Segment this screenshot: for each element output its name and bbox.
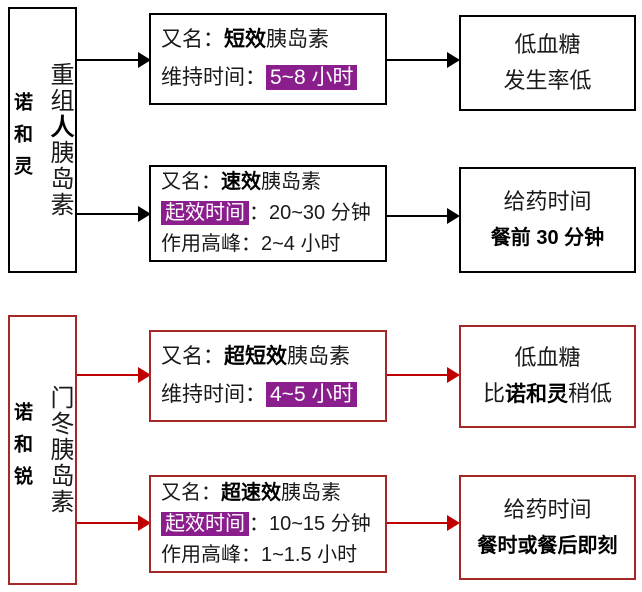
result-line2-prefix: 比 <box>482 381 505 406</box>
result-box-ultra-rapid: 给药时间 餐时或餐后即刻 <box>459 475 636 580</box>
alias-suffix: 胰岛素 <box>261 171 321 193</box>
alias-type: 超短效 <box>224 345 287 368</box>
onset-label-highlight: 起效时间 <box>161 201 249 225</box>
arrow-rapid-to-result <box>387 208 460 224</box>
novorapid-name-label: 门冬胰岛素 <box>46 385 73 515</box>
duration-label: 维持时间： <box>161 383 266 406</box>
alias-type: 超速效 <box>221 481 281 504</box>
duration-value-highlight: 4~5 小时 <box>266 382 358 407</box>
duration-label: 维持时间： <box>161 66 266 89</box>
result-box-ultra-short: 低血糖 比诺和灵稍低 <box>459 325 636 428</box>
detail-box-short-acting: 又名：短效胰岛素 维持时间：5~8 小时 <box>149 13 387 105</box>
result-line2: 发生率低 <box>503 68 592 93</box>
arrow-ultra-rapid-to-result <box>387 515 460 531</box>
arrow-novorapid-to-ultra-short <box>77 367 151 383</box>
result-line1: 低血糖 <box>514 345 581 370</box>
arrow-novolin-to-short-acting <box>77 52 151 68</box>
novolin-name-label: 重组人胰岛素 <box>42 62 77 218</box>
onset-line: 起效时间：10~15 分钟 <box>161 509 385 540</box>
alias-suffix: 胰岛素 <box>287 345 350 368</box>
result-line2: 餐时或餐后即刻 <box>477 534 618 557</box>
peak-line: 作用高峰：1~1.5 小时 <box>161 543 358 566</box>
source-box-novolin: 诺和灵 重组人胰岛素 <box>8 7 77 273</box>
result-line2-suffix: 稍低 <box>568 381 613 406</box>
result-line2: 餐前 30 分钟 <box>490 227 605 249</box>
detail-box-rapid: 又名：速效胰岛素 起效时间：20~30 分钟 作用高峰：2~4 小时 <box>149 165 387 262</box>
duration-line: 维持时间：5~8 小时 <box>161 59 385 97</box>
alias-label: 又名： <box>161 481 221 504</box>
alias-line: 又名：速效胰岛素 <box>161 167 385 198</box>
novorapid-brand-label: 诺和锐 <box>11 402 32 498</box>
result-box-rapid: 给药时间 餐前 30 分钟 <box>459 167 636 273</box>
alias-line: 又名：短效胰岛素 <box>161 21 385 59</box>
onset-value: ：20~30 分钟 <box>249 202 371 224</box>
alias-line: 又名：超短效胰岛素 <box>161 338 385 376</box>
alias-label: 又名： <box>161 345 224 368</box>
duration-line: 维持时间：4~5 小时 <box>161 376 385 414</box>
detail-box-ultra-rapid: 又名：超速效胰岛素 起效时间：10~15 分钟 作用高峰：1~1.5 小时 <box>149 475 387 573</box>
alias-suffix: 胰岛素 <box>266 28 329 51</box>
result-line2: 比诺和灵稍低 <box>483 376 612 413</box>
novolin-vertical-text: 诺和灵 重组人胰岛素 <box>10 9 75 271</box>
alias-type: 速效 <box>221 171 261 193</box>
detail-box-ultra-short: 又名：超短效胰岛素 维持时间：4~5 小时 <box>149 330 387 422</box>
novolin-name-bold: 人 <box>46 114 73 140</box>
result-box-short-acting: 低血糖 发生率低 <box>459 15 636 111</box>
source-box-novorapid: 诺和锐 门冬胰岛素 <box>8 315 77 585</box>
arrow-novolin-to-rapid <box>77 206 151 222</box>
novorapid-vertical-text: 诺和锐 门冬胰岛素 <box>10 317 75 583</box>
result-line1: 给药时间 <box>503 189 592 214</box>
novolin-name-pre: 重组 <box>46 62 73 114</box>
novolin-name-post: 胰岛素 <box>46 140 73 218</box>
onset-label-highlight: 起效时间 <box>161 511 249 536</box>
result-line2-bold: 诺和灵 <box>505 383 568 406</box>
alias-label: 又名： <box>161 28 224 51</box>
alias-label: 又名： <box>161 171 221 193</box>
arrow-short-acting-to-result <box>387 52 460 68</box>
alias-type: 短效 <box>224 28 266 51</box>
novolin-brand-label: 诺和灵 <box>11 92 32 188</box>
arrow-ultra-short-to-result <box>387 367 460 383</box>
onset-value: ：10~15 分钟 <box>249 512 371 535</box>
alias-suffix: 胰岛素 <box>281 481 341 504</box>
result-line1: 给药时间 <box>503 496 592 522</box>
alias-line: 又名：超速效胰岛素 <box>161 478 385 509</box>
duration-value-highlight: 5~8 小时 <box>266 65 358 90</box>
arrow-novorapid-to-ultra-rapid <box>77 515 151 531</box>
peak-line: 作用高峰：2~4 小时 <box>161 233 341 255</box>
result-line1: 低血糖 <box>514 32 581 57</box>
onset-line: 起效时间：20~30 分钟 <box>161 198 385 229</box>
